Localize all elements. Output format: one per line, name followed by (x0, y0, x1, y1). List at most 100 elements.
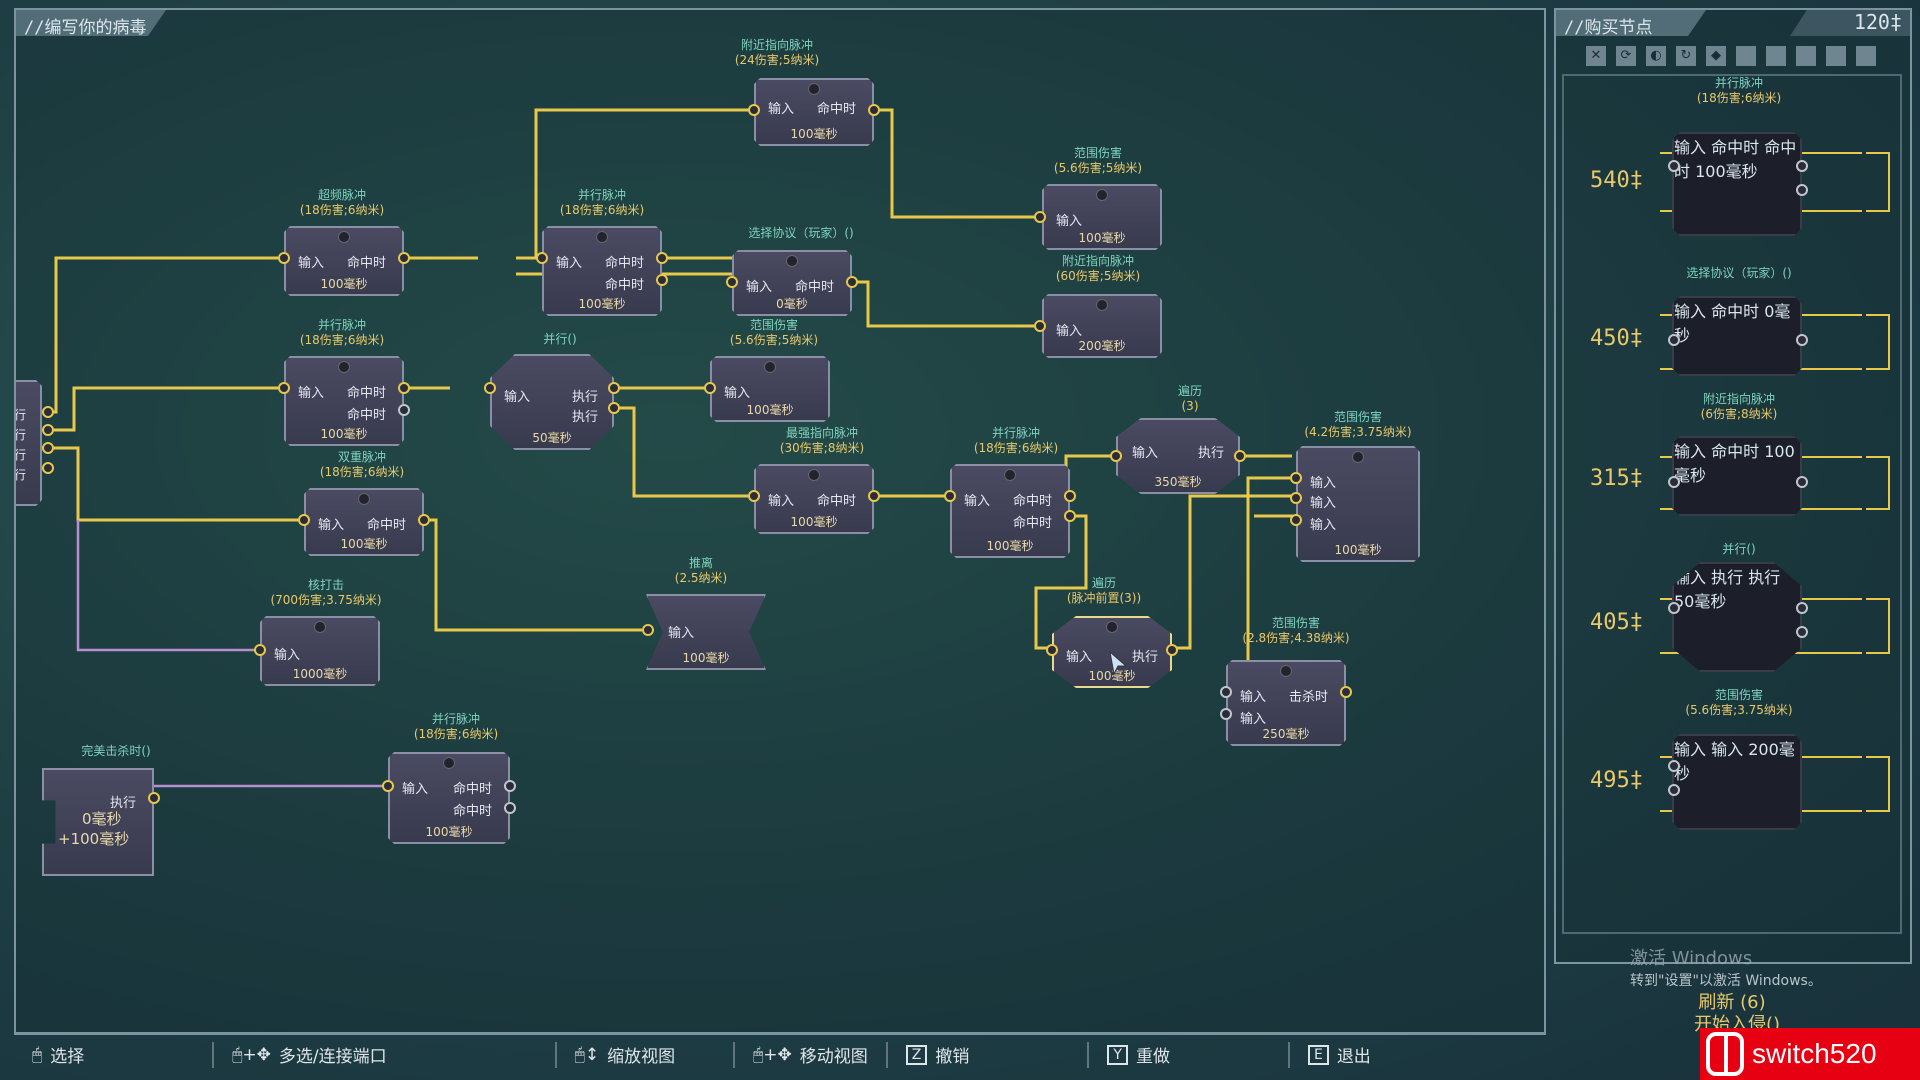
output-port[interactable] (504, 802, 516, 814)
input-port[interactable] (642, 624, 654, 636)
input-port[interactable] (278, 252, 290, 264)
output-port[interactable] (504, 780, 516, 792)
input-port[interactable] (1290, 472, 1302, 484)
input-port[interactable] (484, 382, 496, 394)
filter-slot[interactable] (1736, 46, 1756, 66)
node-strongest-pulse[interactable]: 输入 命中时 100毫秒 (754, 464, 874, 534)
node-area-damage[interactable]: 输入 输入 输入 100毫秒 (1296, 446, 1420, 562)
node-traverse-selected[interactable]: 输入 执行 100毫秒 (1052, 616, 1172, 688)
item-card[interactable]: 输入 命中时 100毫秒 (1672, 436, 1802, 516)
item-card[interactable]: 输入 执行 执行 50毫秒 (1672, 562, 1802, 672)
shop-item[interactable]: 并行脉冲(18伤害;6纳米) 540‡ 输入 命中时 命中时 100毫秒 (1564, 76, 1904, 226)
node-time: 250毫秒 (1262, 727, 1310, 741)
shop-item[interactable]: 范围伤害(5.6伤害;3.75纳米) 495‡ 输入 输入 200毫秒 (1564, 688, 1904, 828)
input-port (1668, 334, 1680, 346)
port-label: 行 (14, 468, 27, 482)
item-card[interactable]: 输入 命中时 命中时 100毫秒 (1672, 132, 1802, 236)
node-overclock-pulse[interactable]: 输入 命中时 100毫秒 (284, 226, 404, 296)
output-port[interactable] (1166, 644, 1178, 656)
output-port[interactable] (398, 382, 410, 394)
input-port[interactable] (1220, 708, 1232, 720)
input-port[interactable] (704, 382, 716, 394)
node-nearby-pulse[interactable]: 输入 命中时 100毫秒 (754, 78, 874, 146)
output-port[interactable] (1064, 510, 1076, 522)
filter-icon[interactable]: ◐ (1646, 46, 1666, 66)
filter-slot[interactable] (1826, 46, 1846, 66)
shop-item[interactable]: 附近指向脉冲(6伤害;8纳米) 315‡ 输入 命中时 100毫秒 (1564, 392, 1904, 512)
node-select-protocol[interactable]: 输入 命中时 0毫秒 (732, 250, 852, 316)
output-port[interactable] (608, 402, 620, 414)
output-port[interactable] (608, 382, 620, 394)
shop-item[interactable]: 并行() 405‡ 输入 执行 执行 50毫秒 (1564, 542, 1904, 672)
item-frame (1866, 598, 1890, 654)
filter-slot[interactable] (1766, 46, 1786, 66)
port-label: 输入 (1674, 138, 1707, 157)
output-port[interactable] (148, 792, 160, 804)
node-push-away[interactable]: 输入 100毫秒 (646, 594, 766, 670)
input-port[interactable] (536, 252, 548, 264)
item-title: 范围伤害(5.6伤害;3.75纳米) (1685, 688, 1793, 717)
node-nearby-pulse[interactable]: 输入 200毫秒 (1042, 294, 1162, 358)
node-time: 1000毫秒 (292, 667, 348, 681)
output-port[interactable] (868, 104, 880, 116)
node-parallel-pulse[interactable]: 输入 命中时 命中时 100毫秒 (284, 356, 404, 446)
output-port[interactable] (42, 462, 54, 474)
shop-item[interactable]: 选择协议（玩家）() 450‡ 输入 命中时 0毫秒 (1564, 266, 1904, 376)
input-port[interactable] (278, 382, 290, 394)
filter-icon[interactable]: ⟳ (1616, 46, 1636, 66)
node-double-pulse[interactable]: 输入 命中时 100毫秒 (304, 488, 424, 556)
filter-icon[interactable]: ◆ (1706, 46, 1726, 66)
filter-slot[interactable] (1796, 46, 1816, 66)
node-nuke-strike[interactable]: 输入 1000毫秒 (260, 616, 380, 686)
input-port[interactable] (726, 276, 738, 288)
output-port[interactable] (418, 514, 430, 526)
node-left-stub[interactable]: 行 行 行 行 (14, 380, 42, 506)
node-area-damage[interactable]: 输入 100毫秒 (1042, 184, 1162, 250)
input-port[interactable] (254, 644, 266, 656)
input-port[interactable] (1046, 644, 1058, 656)
output-port[interactable] (868, 490, 880, 502)
virus-editor-canvas[interactable]: //编写你的病毒 (14, 8, 1546, 1034)
output-port[interactable] (1064, 490, 1076, 502)
node-parallel-pulse[interactable]: 输入 命中时 命中时 100毫秒 (950, 464, 1070, 558)
output-port[interactable] (42, 424, 54, 436)
filter-icon[interactable]: ↻ (1676, 46, 1696, 66)
input-port[interactable] (1220, 686, 1232, 698)
input-port[interactable] (748, 104, 760, 116)
item-card[interactable]: 输入 输入 200毫秒 (1672, 734, 1802, 830)
output-port[interactable] (42, 442, 54, 454)
output-port[interactable] (398, 404, 410, 416)
input-port[interactable] (1034, 320, 1046, 332)
node-parallel-pulse[interactable]: 输入 命中时 命中时 100毫秒 (388, 752, 510, 844)
input-port[interactable] (382, 780, 394, 792)
node-area-damage[interactable]: 输入 输入 击杀时 250毫秒 (1226, 660, 1346, 746)
node-area-damage[interactable]: 输入 100毫秒 (710, 356, 830, 422)
input-port[interactable] (298, 514, 310, 526)
output-port[interactable] (1234, 450, 1246, 462)
node-parallel-pulse[interactable]: 输入 命中时 命中时 100毫秒 (542, 226, 662, 316)
input-port[interactable] (1290, 514, 1302, 526)
wire (76, 520, 256, 652)
output-port[interactable] (656, 274, 668, 286)
node-title: 并行() (543, 332, 577, 346)
output-port[interactable] (42, 406, 54, 418)
item-card[interactable]: 输入 命中时 0毫秒 (1672, 296, 1802, 376)
node-traverse[interactable]: 输入 执行 350毫秒 (1116, 418, 1240, 494)
input-port[interactable] (1034, 211, 1046, 223)
node-parallel[interactable]: 输入 执行 执行 50毫秒 (490, 354, 614, 450)
refresh-button[interactable]: 刷新 (6) (1698, 992, 1766, 1013)
input-port[interactable] (944, 490, 956, 502)
filter-icon[interactable]: ✕ (1586, 46, 1606, 66)
output-port[interactable] (398, 252, 410, 264)
node-perfect-kill-trigger[interactable]: 执行 0毫秒 +100毫秒 (42, 768, 154, 876)
output-port[interactable] (846, 276, 858, 288)
node-title: 附近指向脉冲(60伤害;5纳米) (1055, 254, 1141, 283)
input-port[interactable] (1290, 492, 1302, 504)
badge-text: switch520 (1752, 1038, 1877, 1069)
output-port[interactable] (656, 252, 668, 264)
input-port[interactable] (748, 490, 760, 502)
input-port[interactable] (1110, 450, 1122, 462)
output-port[interactable] (1340, 686, 1352, 698)
filter-slot[interactable] (1856, 46, 1876, 66)
